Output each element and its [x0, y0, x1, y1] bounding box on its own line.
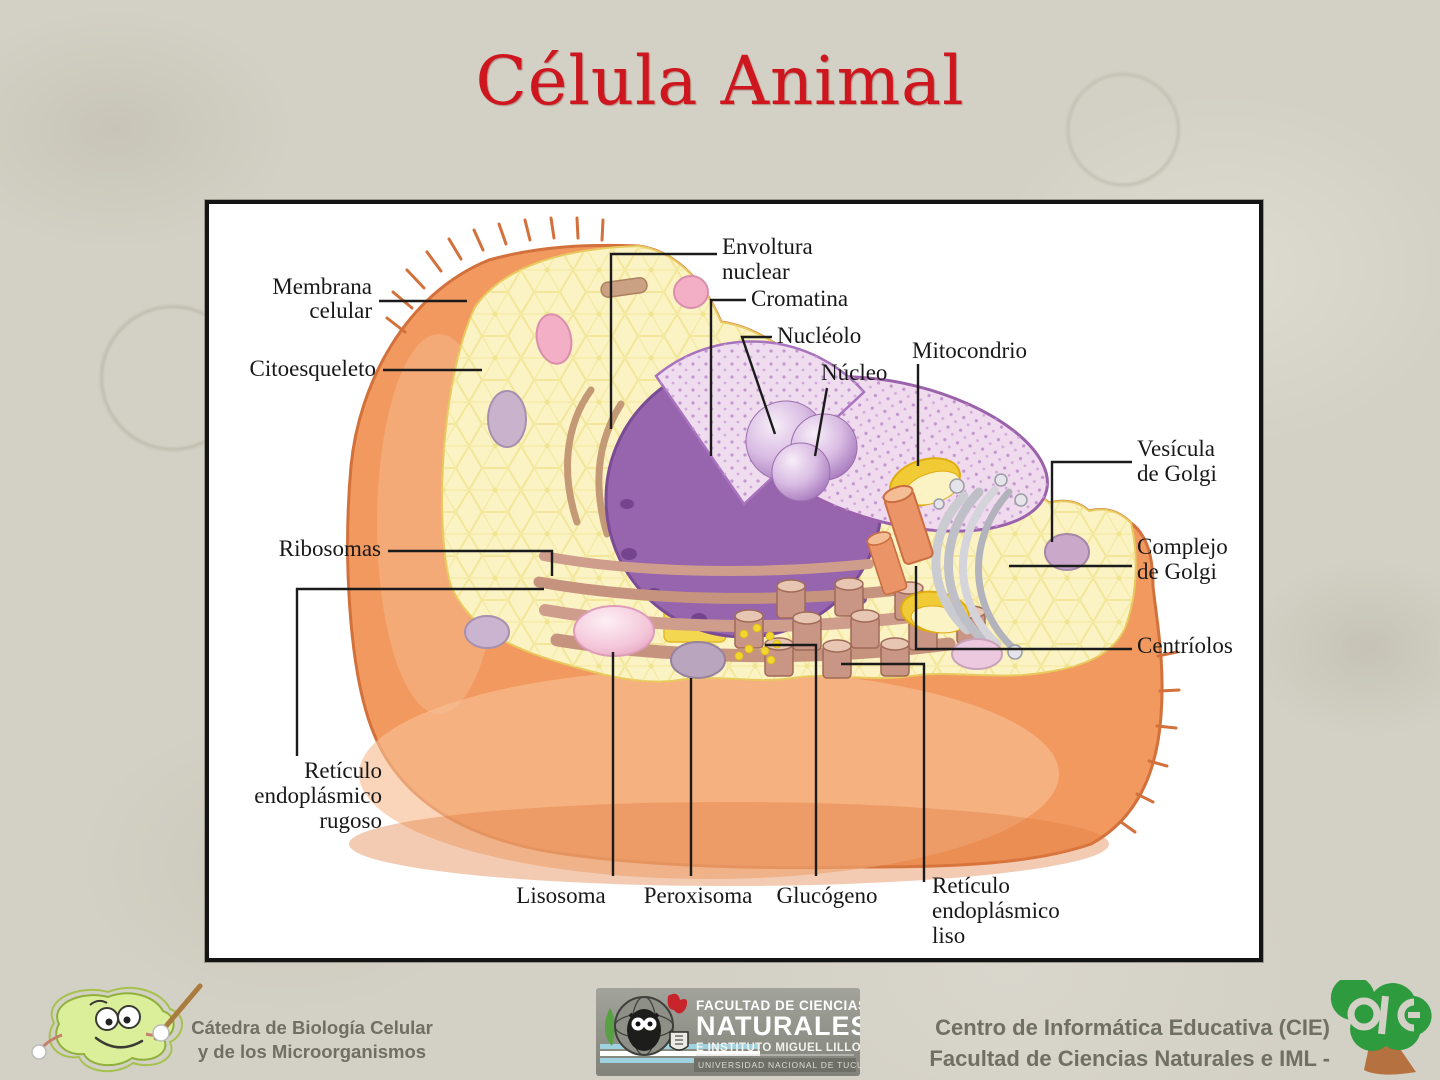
leader-cromatina	[709, 298, 746, 456]
shield-icon	[669, 1031, 689, 1051]
cell-highlight	[359, 669, 1059, 879]
butterfly-icon	[667, 993, 688, 1014]
label-re-liso-1: Retículo	[932, 873, 1010, 898]
flag-stripe-3	[600, 1058, 760, 1063]
label-mitocondrio: Mitocondrio	[912, 338, 1027, 363]
amoeba-outer-membrane	[48, 987, 183, 1073]
cie-tree-logo	[1330, 980, 1432, 1075]
label-ribosomas: Ribosomas	[279, 536, 381, 561]
leader-glucogeno	[765, 643, 818, 876]
owl-pupil-right	[647, 1021, 653, 1027]
lavender-vesicle	[464, 615, 510, 649]
canopy-letter-i	[1378, 995, 1389, 1035]
cie-line1: Centro de Informática Educativa (CIE)	[935, 1015, 1330, 1040]
gray-vesicle	[487, 390, 527, 448]
leader-envoltura	[609, 252, 717, 429]
label-citoesqueleto: Citoesqueleto	[250, 356, 376, 381]
shield-marks	[675, 1035, 683, 1045]
pink-vesicle	[673, 275, 709, 309]
label-re-rugoso-2: endoplásmico	[254, 783, 382, 808]
capsule-organelle	[600, 277, 648, 298]
leader-nucleo	[813, 387, 829, 457]
amoeba-smile	[94, 1036, 144, 1049]
label-membrana-celular-2: celular	[309, 298, 372, 323]
amoeba-glove-right	[152, 1024, 170, 1042]
label-re-liso-3: liso	[932, 923, 965, 948]
label-nucleolo: Nucléolo	[777, 323, 861, 348]
amoeba-glove-left	[31, 1044, 47, 1060]
cytoskeleton-strands	[564, 386, 625, 538]
label-lisosoma: Lisosoma	[516, 883, 605, 908]
pink-vesicle	[535, 313, 573, 365]
canopy-letter-e	[1397, 998, 1415, 1032]
facultad-logo: FACULTAD DE CIENCIAS NATURALES E INSTITU…	[596, 988, 860, 1076]
cie-caption: Centro de Informática Educativa (CIE) Fa…	[880, 1012, 1330, 1080]
catedra-line2: y de los Microorganismos	[197, 1041, 427, 1062]
leader-re-liso	[841, 662, 926, 882]
leader-nucleolo	[740, 335, 777, 435]
catedra-caption: Cátedra de Biología Celular y de los Mic…	[188, 1016, 436, 1064]
label-vesicula-2: de Golgi	[1137, 461, 1217, 486]
amoeba-eyebrow	[89, 999, 108, 1006]
facultad-line3: E INSTITUTO MIGUEL LILLO	[696, 1042, 860, 1054]
label-nucleo: Núcleo	[821, 360, 887, 385]
owl-pupil-left	[635, 1021, 641, 1027]
lysosome	[573, 605, 655, 657]
amoeba-eye-left	[95, 1007, 119, 1031]
centrioles	[866, 484, 934, 596]
catedra-line1: Cátedra de Biología Celular	[191, 1017, 433, 1038]
leader-ribosomas	[388, 549, 554, 576]
nucleolus	[745, 400, 858, 502]
label-envoltura-1: Envoltura	[722, 234, 813, 259]
facultad-line4: UNIVERSIDAD NACIONAL DE TUCUMAN	[698, 1060, 860, 1070]
amoeba-mascot	[31, 983, 203, 1073]
canopy-letter-c	[1347, 997, 1381, 1031]
peroxisome	[670, 641, 726, 679]
diagram-labels: Membrana celular Citoesqueleto Ribosomas…	[250, 234, 1233, 948]
flag-stripe-2	[600, 1051, 760, 1056]
label-peroxisoma: Peroxisoma	[644, 883, 753, 908]
leader-vesicula	[1050, 460, 1132, 542]
label-re-liso-2: endoplásmico	[932, 898, 1060, 923]
label-envoltura-2: nuclear	[722, 259, 790, 284]
leader-centriolos	[914, 566, 1132, 651]
leader-lines	[295, 252, 1132, 882]
cell-diagram: Membrana celular Citoesqueleto Ribosomas…	[250, 216, 1233, 948]
golgi-vesicle-large	[1044, 533, 1090, 571]
label-re-rugoso-1: Retículo	[304, 758, 382, 783]
label-complejo-1: Complejo	[1137, 534, 1228, 559]
pink-vesicle-lower	[951, 638, 1003, 670]
label-cromatina: Cromatina	[751, 286, 848, 311]
label-membrana-celular: Membrana	[272, 274, 372, 299]
label-re-rugoso-3: rugoso	[319, 808, 382, 833]
cie-line2: Facultad de Ciencias Naturales e IML - U…	[929, 1046, 1330, 1080]
label-complejo-2: de Golgi	[1137, 559, 1217, 584]
amoeba-pupil-right	[123, 1016, 131, 1024]
label-vesicula-1: Vesícula	[1137, 436, 1215, 461]
amoeba-pupil-left	[105, 1018, 113, 1026]
label-glucogeno: Glucógeno	[777, 883, 878, 908]
facultad-line1: FACULTAD DE CIENCIAS	[696, 998, 860, 1013]
amoeba-eye-right	[117, 1005, 141, 1029]
banner-strip	[694, 1058, 856, 1072]
facultad-line2: NATURALES	[696, 1011, 860, 1041]
cell-diagram-panel: Membrana celular Citoesqueleto Ribosomas…	[205, 200, 1263, 962]
leader-re-rugoso	[295, 587, 544, 756]
glycogen-granules	[734, 623, 782, 665]
cell-shadow	[349, 802, 1109, 886]
microvilli	[385, 216, 1181, 834]
page-title: Célula Animal	[475, 42, 965, 120]
label-centriolos: Centríolos	[1137, 633, 1233, 658]
golgi-complex	[931, 473, 1028, 663]
